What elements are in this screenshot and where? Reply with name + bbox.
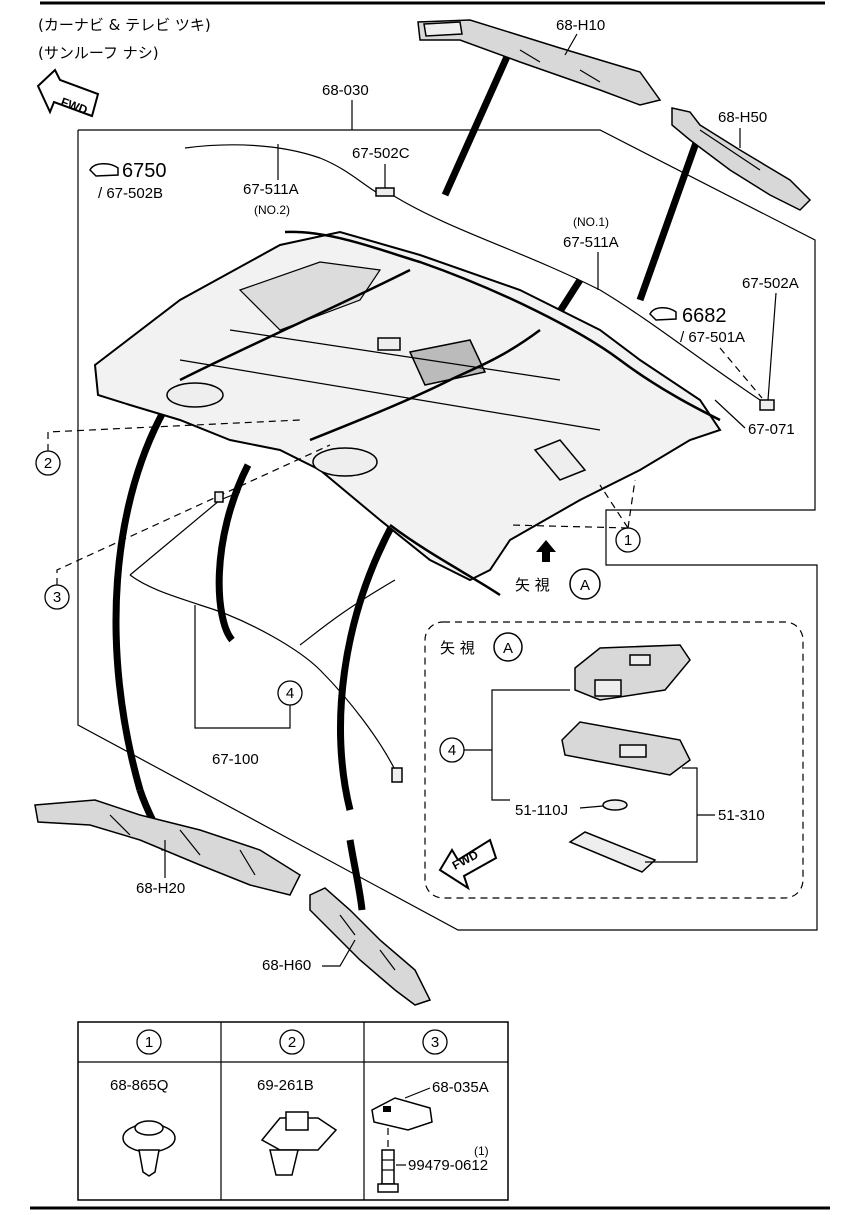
view-circle [569,568,601,600]
note-line-2: (サンルーフ ナシ) [38,44,159,62]
leader-68-035a [404,1087,431,1099]
label-67-511a-no2: 67-511A [243,181,299,198]
leader-67-502a [767,292,777,401]
wire-67-511a-no2 [184,144,377,193]
leader-51-310 [645,767,698,863]
qty-99479-0612: (1) [474,1144,489,1158]
dash-callout-3 [56,444,331,585]
label-68-h60: 68-H60 [262,957,311,974]
label-67-071: 67-071 [748,421,795,438]
label-67-502a: 67-502A [742,275,799,292]
label-no1: (NO.1) [573,215,609,229]
fwd-arrow-icon: FWD [36,68,100,118]
callout-4-number: 4 [286,685,294,702]
clip-icon [122,1120,176,1177]
harness-67-100 [129,491,403,783]
callout-2-number: 2 [44,455,52,472]
stroke-b [636,138,701,302]
callout-4-view-number: 4 [448,742,456,759]
label-67-100: 67-100 [212,751,259,768]
headliner-68-030 [93,230,722,597]
part-68-035a: 68-035A [432,1079,489,1096]
trim-68-h60 [309,887,432,1006]
main-frame [77,129,818,931]
ref-67-501a: / 67-501A [680,329,745,346]
label-no2: (NO.2) [254,203,290,217]
part-68-865q: 68-865Q [110,1077,168,1094]
label-51-110j: 51-110J [515,802,568,819]
view-box-circle [493,632,523,662]
pointing-hand-icon-2 [649,307,677,321]
part-99479-0612: 99479-0612 [408,1157,488,1174]
table-header-3 [422,1029,448,1055]
bulb-51-110j [602,799,628,811]
stroke-g [346,839,366,911]
table-header-2 [279,1029,305,1055]
note-line-1: (カーナビ & テレビ ツキ) [38,16,211,34]
dash-callout-1-b [599,484,629,529]
trim-68-h50 [671,107,812,211]
stroke-c [112,398,174,791]
leader-4-view [491,689,570,801]
callout-1-number: 1 [624,532,632,549]
table-header-3-number: 3 [431,1034,439,1051]
connector-67-502a [759,399,775,411]
view-a-box [424,621,804,899]
dash-callout-2 [47,419,301,451]
reference-6682: 6682 / 67-501A [649,305,745,346]
view-arrow-icon [536,540,556,562]
dash-6682 [719,347,763,399]
label-68-h10: 68-H10 [556,17,605,34]
view-box-letter: A [503,640,513,657]
view-label: 矢 視 [515,576,550,594]
dash-callout-1-c [509,524,629,529]
reference-6750: 6750 / 67-502B [89,160,167,202]
bracket-icon [371,1097,433,1131]
label-51-310: 51-310 [718,807,765,824]
lens-51-310 [561,721,691,776]
trim-68-h10 [417,19,662,106]
leader-51-110j [579,805,604,809]
stroke-d [215,463,252,643]
stroke-f [337,518,399,811]
table-header-2-number: 2 [288,1034,296,1051]
pointing-hand-icon [89,163,119,177]
stroke-a [441,48,514,197]
label-68-030: 68-030 [322,82,369,99]
leader-67-100 [194,605,291,729]
callout-3-number: 3 [53,589,61,606]
fastener-table [77,1021,509,1201]
fwd-arrow-icon-view: FWD [438,838,498,891]
label-67-511a-no1: 67-511A [563,234,619,251]
wire-67-511a-no1 [393,195,761,401]
table-header-1 [136,1029,162,1055]
label-67-502c: 67-502C [352,145,410,162]
table-header-1-number: 1 [145,1034,153,1051]
part-69-261b: 69-261B [257,1077,314,1094]
label-68-h50: 68-H50 [718,109,767,126]
ref-6750: 6750 [122,160,167,182]
cover-51-310 [568,831,657,873]
leader-68-h60 [322,939,356,967]
leader-68-h10 [564,33,578,56]
bolt-icon [377,1149,399,1193]
ref-6682: 6682 [682,305,727,327]
view-box-title: 矢 視 [440,639,475,657]
label-68-h20: 68-H20 [136,880,185,897]
leader-67-071 [714,399,746,429]
dash-callout-1-a [627,479,636,529]
trim-68-h20 [34,799,301,896]
connector-67-502c [375,187,395,197]
map-lamp [574,644,691,701]
view-letter: A [580,577,590,594]
retainer-icon [260,1111,338,1176]
ref-67-502b: / 67-502B [98,185,163,202]
